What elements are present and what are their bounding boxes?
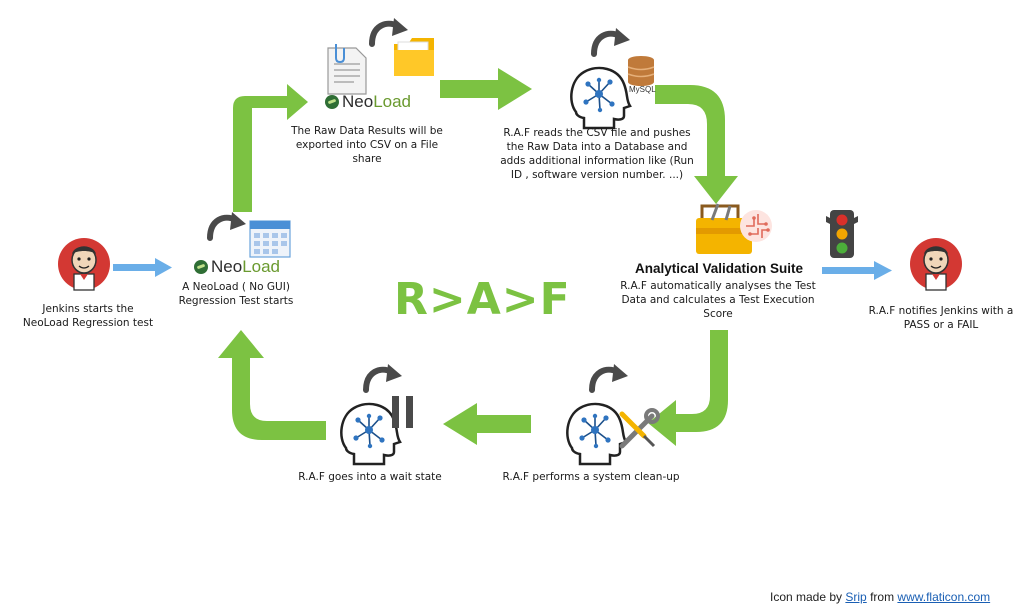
toolbox-icon — [696, 203, 752, 254]
step-raf-reads-text: R.A.F reads the CSV file and pushes the … — [500, 127, 694, 181]
folder-icon — [394, 38, 434, 76]
credit-site-link[interactable]: www.flaticon.com — [897, 590, 991, 604]
pause-icon — [392, 396, 413, 428]
neoload-logo-text: NeoLoad — [211, 257, 281, 276]
brain-network-icon — [340, 402, 402, 466]
step-neoload-start-text: A NeoLoad ( No GUI) Regression Test star… — [178, 281, 294, 307]
jenkins-start-icon — [57, 237, 111, 291]
mysql-label: MySQL — [629, 85, 656, 94]
step-jenkins-start-text: Jenkins starts the NeoLoad Regression te… — [22, 303, 154, 329]
step-notify-text: R.A.F notifies Jenkins with a PASS or a … — [868, 305, 1014, 331]
arrow-suite-to-notify — [822, 261, 892, 280]
step-raw-export-text: The Raw Data Results will be exported in… — [291, 125, 443, 165]
credit-author-link[interactable]: Srip — [845, 590, 867, 604]
brain-network-icon — [570, 66, 632, 130]
cycle-arrow-icon — [592, 364, 628, 390]
green-flow-arrows — [218, 68, 738, 446]
calendar-icon — [249, 220, 291, 258]
database-icon — [627, 56, 655, 86]
cycle-arrow-icon — [366, 364, 402, 390]
cycle-arrow-icon — [210, 212, 246, 238]
neoload-logo-icon — [325, 95, 339, 109]
step-wait-text: R.A.F goes into a wait state — [298, 471, 442, 483]
neoload-logo: NeoLoad — [325, 92, 411, 112]
traffic-light-icon — [826, 210, 858, 258]
brain-circuit-icon — [740, 210, 772, 242]
center-raf-label: R>A>F — [394, 274, 571, 325]
suite-title: Analytical Validation Suite — [634, 261, 804, 276]
cycle-arrow-icon — [372, 18, 408, 44]
icon-credit: Icon made by Srip from www.flaticon.com — [770, 590, 991, 604]
document-icon — [327, 44, 367, 95]
jenkins-notify-icon — [909, 237, 963, 291]
step-cleanup-text: R.A.F performs a system clean-up — [502, 471, 680, 483]
neoload-logo-icon — [194, 260, 208, 274]
arrow-jenkins-to-neoload — [113, 258, 172, 277]
neoload-logo-text: NeoLoad — [342, 92, 412, 111]
suite-description: R.A.F automatically analyses the Test Da… — [620, 280, 816, 320]
wrench-screwdriver-icon — [619, 408, 660, 449]
brain-network-icon — [566, 402, 628, 466]
cycle-arrow-icon — [594, 28, 630, 54]
neoload-logo: NeoLoad — [194, 257, 280, 277]
